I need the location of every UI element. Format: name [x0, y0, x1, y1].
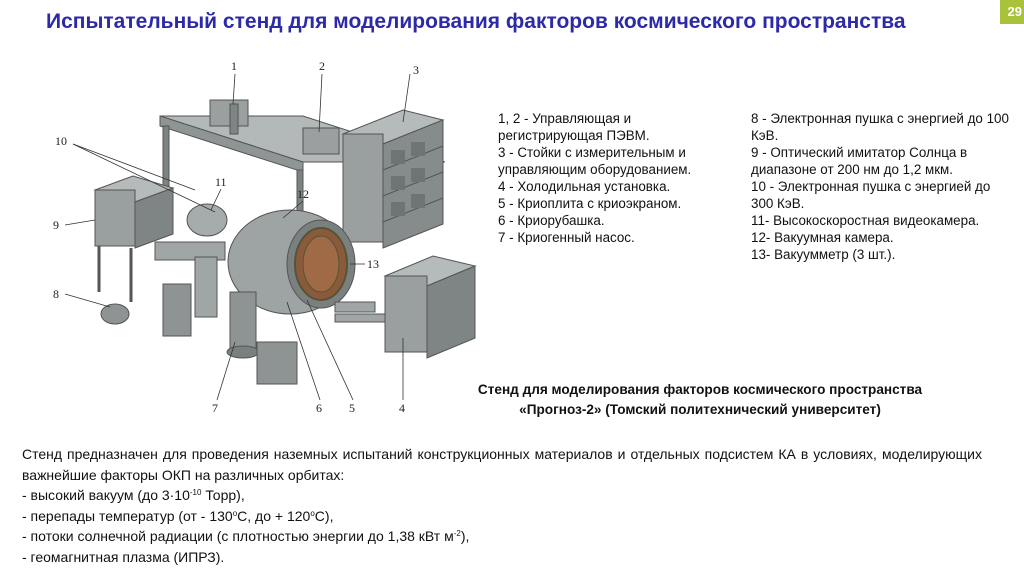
vacuum-text-b: Торр),: [201, 487, 245, 504]
degree-mark: о: [232, 508, 238, 518]
test-stand-drawing: 1 2 3 10 11 12 9 13 8 7 6 5 4: [53, 59, 477, 415]
legend-item: 9 - Оптический имитатор Солнца в диапазо…: [751, 145, 968, 177]
test-stand-figure: 1 2 3 10 11 12 9 13 8 7 6 5 4: [45, 52, 490, 422]
caption-line-2: «Прогноз-2» (Томский политехнический уни…: [519, 402, 881, 417]
legend-item: 3 - Стойки с измерительным и управляющим…: [498, 145, 692, 177]
solar-exponent: -2: [453, 529, 461, 539]
callout-11: 11: [215, 175, 227, 189]
legend-item: 12- Вакуумная камера.: [751, 230, 894, 245]
legend-left: 1, 2 - Управляющая и регистрирующая ПЭВМ…: [498, 110, 738, 246]
list-item-solar: - потоки солнечной радиации (с плотность…: [22, 526, 982, 547]
list-item-plasma: - геомагнитная плазма (ИПРЗ).: [22, 548, 225, 565]
description-intro: Стенд предназначен для проведения наземн…: [22, 446, 982, 483]
solar-text-b: ),: [460, 528, 470, 545]
callout-1: 1: [231, 59, 237, 73]
legend-item: 10 - Электронная пушка с энергией до 300…: [751, 179, 991, 211]
callout-3: 3: [413, 63, 419, 77]
vacuum-exponent: -10: [189, 488, 202, 498]
vacuum-text-a: - высокий вакуум (до 3·10: [22, 487, 190, 504]
temp-text-b: С, до + 120: [237, 507, 311, 524]
callout-7: 7: [212, 401, 218, 415]
list-item-vacuum: - высокий вакуум (до 3·10-10 Торр),: [22, 485, 982, 506]
temp-text-a: - перепады температур (от - 130: [22, 507, 233, 524]
callout-10: 10: [55, 134, 67, 148]
solar-text-a: - потоки солнечной радиации (с плотность…: [22, 528, 454, 545]
callout-12: 12: [297, 187, 309, 201]
temp-text-c: С),: [314, 507, 334, 524]
legend-item: 7 - Криогенный насос.: [498, 230, 635, 245]
legend-item: 13- Вакуумметр (3 шт.).: [751, 247, 896, 262]
callout-13: 13: [367, 257, 379, 271]
legend-item: 1, 2 - Управляющая и регистрирующая ПЭВМ…: [498, 111, 650, 143]
caption-line-1: Стенд для моделирования факторов космиче…: [477, 382, 923, 397]
callout-2: 2: [319, 59, 325, 73]
legend-item: 5 - Криоплита с криоэкраном.: [498, 196, 682, 211]
legend-item: 4 - Холодильная установка.: [498, 179, 671, 194]
legend-item: 6 - Криорубашка.: [498, 213, 605, 228]
callout-5: 5: [349, 401, 355, 415]
degree-mark: о: [310, 508, 315, 518]
page-title: Испытательный стенд для моделирования фа…: [46, 10, 906, 33]
callout-6: 6: [316, 401, 322, 415]
callout-4: 4: [399, 401, 405, 415]
page-number-badge: 29: [1000, 0, 1024, 24]
callout-9: 9: [53, 218, 59, 232]
legend-item: 11- Высокоскоростная видеокамера.: [751, 213, 980, 228]
legend-right: 8 - Электронная пушка с энергией до 100 …: [751, 110, 1013, 263]
legend-item: 8 - Электронная пушка с энергией до 100 …: [751, 111, 1009, 143]
description-block: Стенд предназначен для проведения наземн…: [22, 444, 982, 568]
figure-caption: Стенд для моделирования факторов космиче…: [440, 380, 960, 420]
list-item-temperature: - перепады температур (от - 130оС, до + …: [22, 506, 982, 527]
callout-8: 8: [53, 287, 59, 301]
